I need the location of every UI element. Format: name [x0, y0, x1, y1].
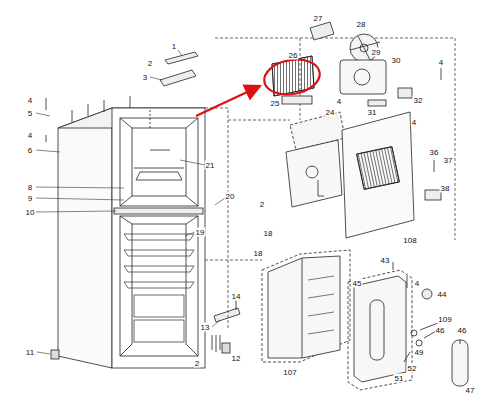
- callout-number: 4: [27, 96, 33, 105]
- callout-number: 11: [25, 348, 35, 357]
- callout-number: 1: [171, 42, 177, 51]
- callout-number: 4: [411, 118, 417, 127]
- callout-number: 45: [352, 279, 363, 288]
- callout-number: 8: [27, 183, 33, 192]
- callout-number: 4: [27, 131, 33, 140]
- callout-number: 109: [437, 315, 452, 324]
- callout-number: 37: [443, 156, 454, 165]
- callout-number: 49: [414, 348, 425, 357]
- callout-number: 30: [391, 56, 402, 65]
- callout-number: 6: [27, 146, 33, 155]
- callout-number: 26: [288, 51, 299, 60]
- callout-number: 19: [195, 228, 206, 237]
- callout-number: 18: [253, 249, 264, 258]
- callout-number: 47: [465, 386, 476, 395]
- callout-number: 38: [440, 184, 451, 193]
- callout-number: 32: [413, 96, 424, 105]
- callout-number: 36: [429, 148, 440, 157]
- callout-number: 18: [263, 229, 274, 238]
- callout-number: 46: [457, 326, 468, 335]
- callout-number: 52: [407, 364, 418, 373]
- callout-number: 5: [27, 109, 33, 118]
- callout-number: 4: [414, 279, 420, 288]
- callout-number: 4: [438, 58, 444, 67]
- callout-number: 27: [313, 14, 324, 23]
- callout-number: 2: [194, 359, 200, 368]
- callout-number: 2: [147, 59, 153, 68]
- callout-number: 20: [225, 192, 236, 201]
- callout-number: 21: [205, 161, 216, 170]
- callout-number: 51: [394, 374, 405, 383]
- callout-number: 13: [200, 323, 211, 332]
- callout-number: 43: [380, 256, 391, 265]
- callout-number: 24: [325, 108, 336, 117]
- callout-number: 3: [142, 73, 148, 82]
- callout-number: 107: [282, 368, 297, 377]
- callout-number: 14: [231, 292, 242, 301]
- callout-number: 31: [367, 108, 378, 117]
- callout-number: 29: [371, 48, 382, 57]
- callout-number: 9: [27, 194, 33, 203]
- callout-number: 10: [25, 208, 36, 217]
- callout-number: 28: [356, 20, 367, 29]
- callout-number: 46: [435, 326, 446, 335]
- callout-number: 25: [270, 99, 281, 108]
- callout-number: 2: [259, 200, 265, 209]
- callout-number: 12: [231, 354, 242, 363]
- callout-number: 108: [402, 236, 417, 245]
- callout-number: 4: [336, 97, 342, 106]
- callout-number: 44: [437, 290, 448, 299]
